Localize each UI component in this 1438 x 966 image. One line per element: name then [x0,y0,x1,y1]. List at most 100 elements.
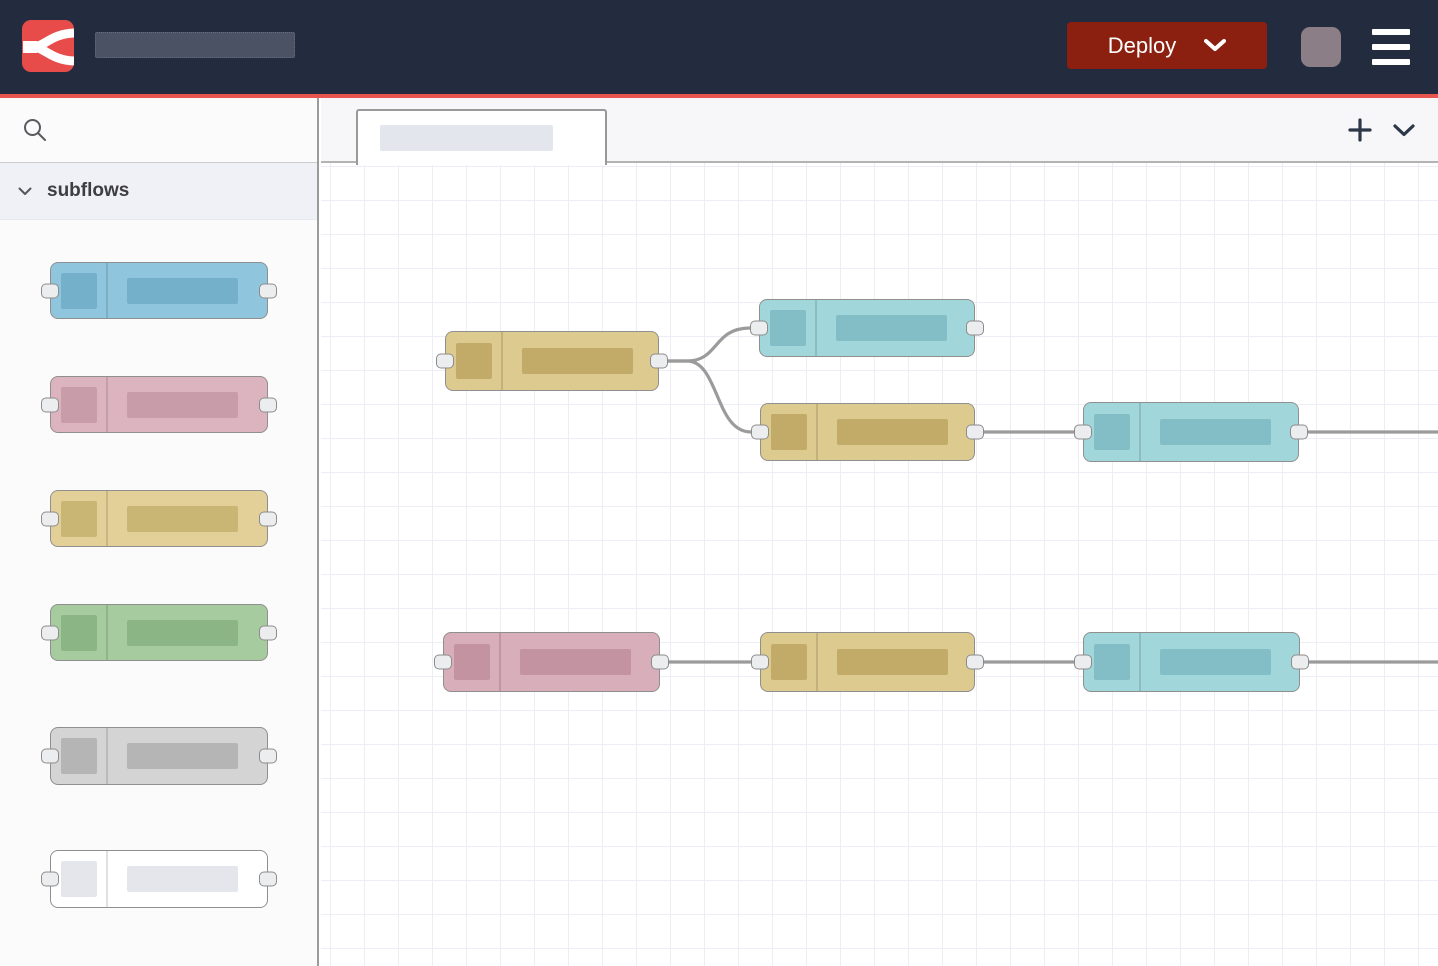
flow-canvas[interactable] [321,163,1438,966]
node-output-port[interactable] [650,353,668,369]
node-output-port[interactable] [1291,654,1309,670]
node-divider [1139,403,1141,461]
node-divider [106,491,108,546]
node-output-port[interactable] [966,424,984,440]
flow-node-yellow[interactable] [751,632,984,692]
user-avatar[interactable] [1301,27,1341,67]
node-icon-box [454,644,490,680]
flow-tab-label-placeholder [380,125,553,151]
chevron-down-icon [18,187,32,195]
node-divider [816,404,818,460]
flow-node-cyan[interactable] [1074,402,1308,462]
plus-icon [1348,118,1372,142]
node-label-placeholder [1160,419,1271,445]
node-icon-box [770,310,806,346]
node-input-port[interactable] [41,511,59,526]
flow-node-cyan[interactable] [750,299,984,357]
node-label-placeholder [127,866,238,892]
deploy-label: Deploy [1107,32,1177,58]
node-label-placeholder [522,348,633,374]
subflow-blue[interactable] [41,262,277,319]
deploy-button[interactable]: Deploy [1067,22,1267,69]
node-input-port[interactable] [434,654,452,670]
node-output-port[interactable] [966,654,984,670]
node-label-placeholder [127,277,238,304]
node-icon-box [456,343,492,379]
flow-workspace [321,98,1438,966]
node-icon-box [61,386,97,423]
node-output-port[interactable] [259,871,277,887]
flow-node-yellow[interactable] [751,403,984,461]
header-title-placeholder [95,32,295,58]
flow-node-cyan[interactable] [1074,632,1309,692]
tab-list-button[interactable] [1390,116,1418,144]
subflow-green[interactable] [41,604,277,661]
node-label-placeholder [127,391,238,418]
node-input-port[interactable] [41,625,59,640]
node-label-placeholder [837,419,948,445]
node-red-logo-icon [22,20,74,72]
node-divider [816,633,818,691]
node-input-port[interactable] [751,654,769,670]
node-divider [106,605,108,660]
chevron-down-icon [1393,123,1415,136]
node-icon-box [1094,644,1130,680]
node-output-port[interactable] [259,625,277,640]
wire[interactable] [666,326,752,363]
node-divider [499,633,501,691]
add-flow-button[interactable] [1346,116,1374,144]
node-divider [106,851,108,907]
node-output-port[interactable] [966,320,984,336]
wire[interactable] [666,359,753,434]
palette-search-input[interactable] [0,98,317,163]
search-icon [24,119,46,141]
chevron-down-icon [1204,39,1227,51]
node-output-port[interactable] [1290,424,1308,440]
subflow-gray[interactable] [41,727,277,785]
flow-tab-active[interactable] [356,109,607,165]
node-label-placeholder [520,649,631,675]
node-icon-box [61,738,97,774]
node-divider [106,377,108,432]
palette-sidebar: subflows [0,98,319,966]
node-input-port[interactable] [751,424,769,440]
node-input-port[interactable] [436,353,454,369]
node-divider [106,728,108,784]
node-label-placeholder [836,315,947,341]
node-label-placeholder [837,649,948,675]
node-label-placeholder [127,505,238,532]
header-bar: Deploy [0,0,1438,98]
node-icon-box [1094,414,1130,450]
node-output-port[interactable] [259,283,277,298]
node-label-placeholder [127,743,238,769]
flow-node-yellow[interactable] [436,331,668,391]
node-icon-box [61,272,97,309]
node-label-placeholder [127,619,238,646]
palette-section-subflows[interactable]: subflows [0,163,317,220]
palette-section-label: subflows [47,180,130,201]
node-icon-box [61,861,97,897]
workspace-tab-bar [321,98,1438,165]
node-input-port[interactable] [1074,654,1092,670]
flow-node-pink[interactable] [434,632,669,692]
node-input-port[interactable] [41,397,59,412]
node-divider [1139,633,1141,691]
subflow-yellow[interactable] [41,490,277,547]
node-input-port[interactable] [41,871,59,887]
subflow-pink[interactable] [41,376,277,433]
node-output-port[interactable] [259,748,277,764]
wire-layer [666,326,1438,664]
node-divider [501,332,503,390]
node-input-port[interactable] [41,748,59,764]
node-output-port[interactable] [259,397,277,412]
node-output-port[interactable] [259,511,277,526]
node-input-port[interactable] [41,283,59,298]
node-icon-box [61,614,97,651]
node-output-port[interactable] [651,654,669,670]
hamburger-menu-icon[interactable] [1372,29,1410,65]
node-input-port[interactable] [1074,424,1092,440]
node-input-port[interactable] [750,320,768,336]
node-divider [815,300,817,356]
node-icon-box [771,414,807,450]
subflow-white[interactable] [41,850,277,908]
